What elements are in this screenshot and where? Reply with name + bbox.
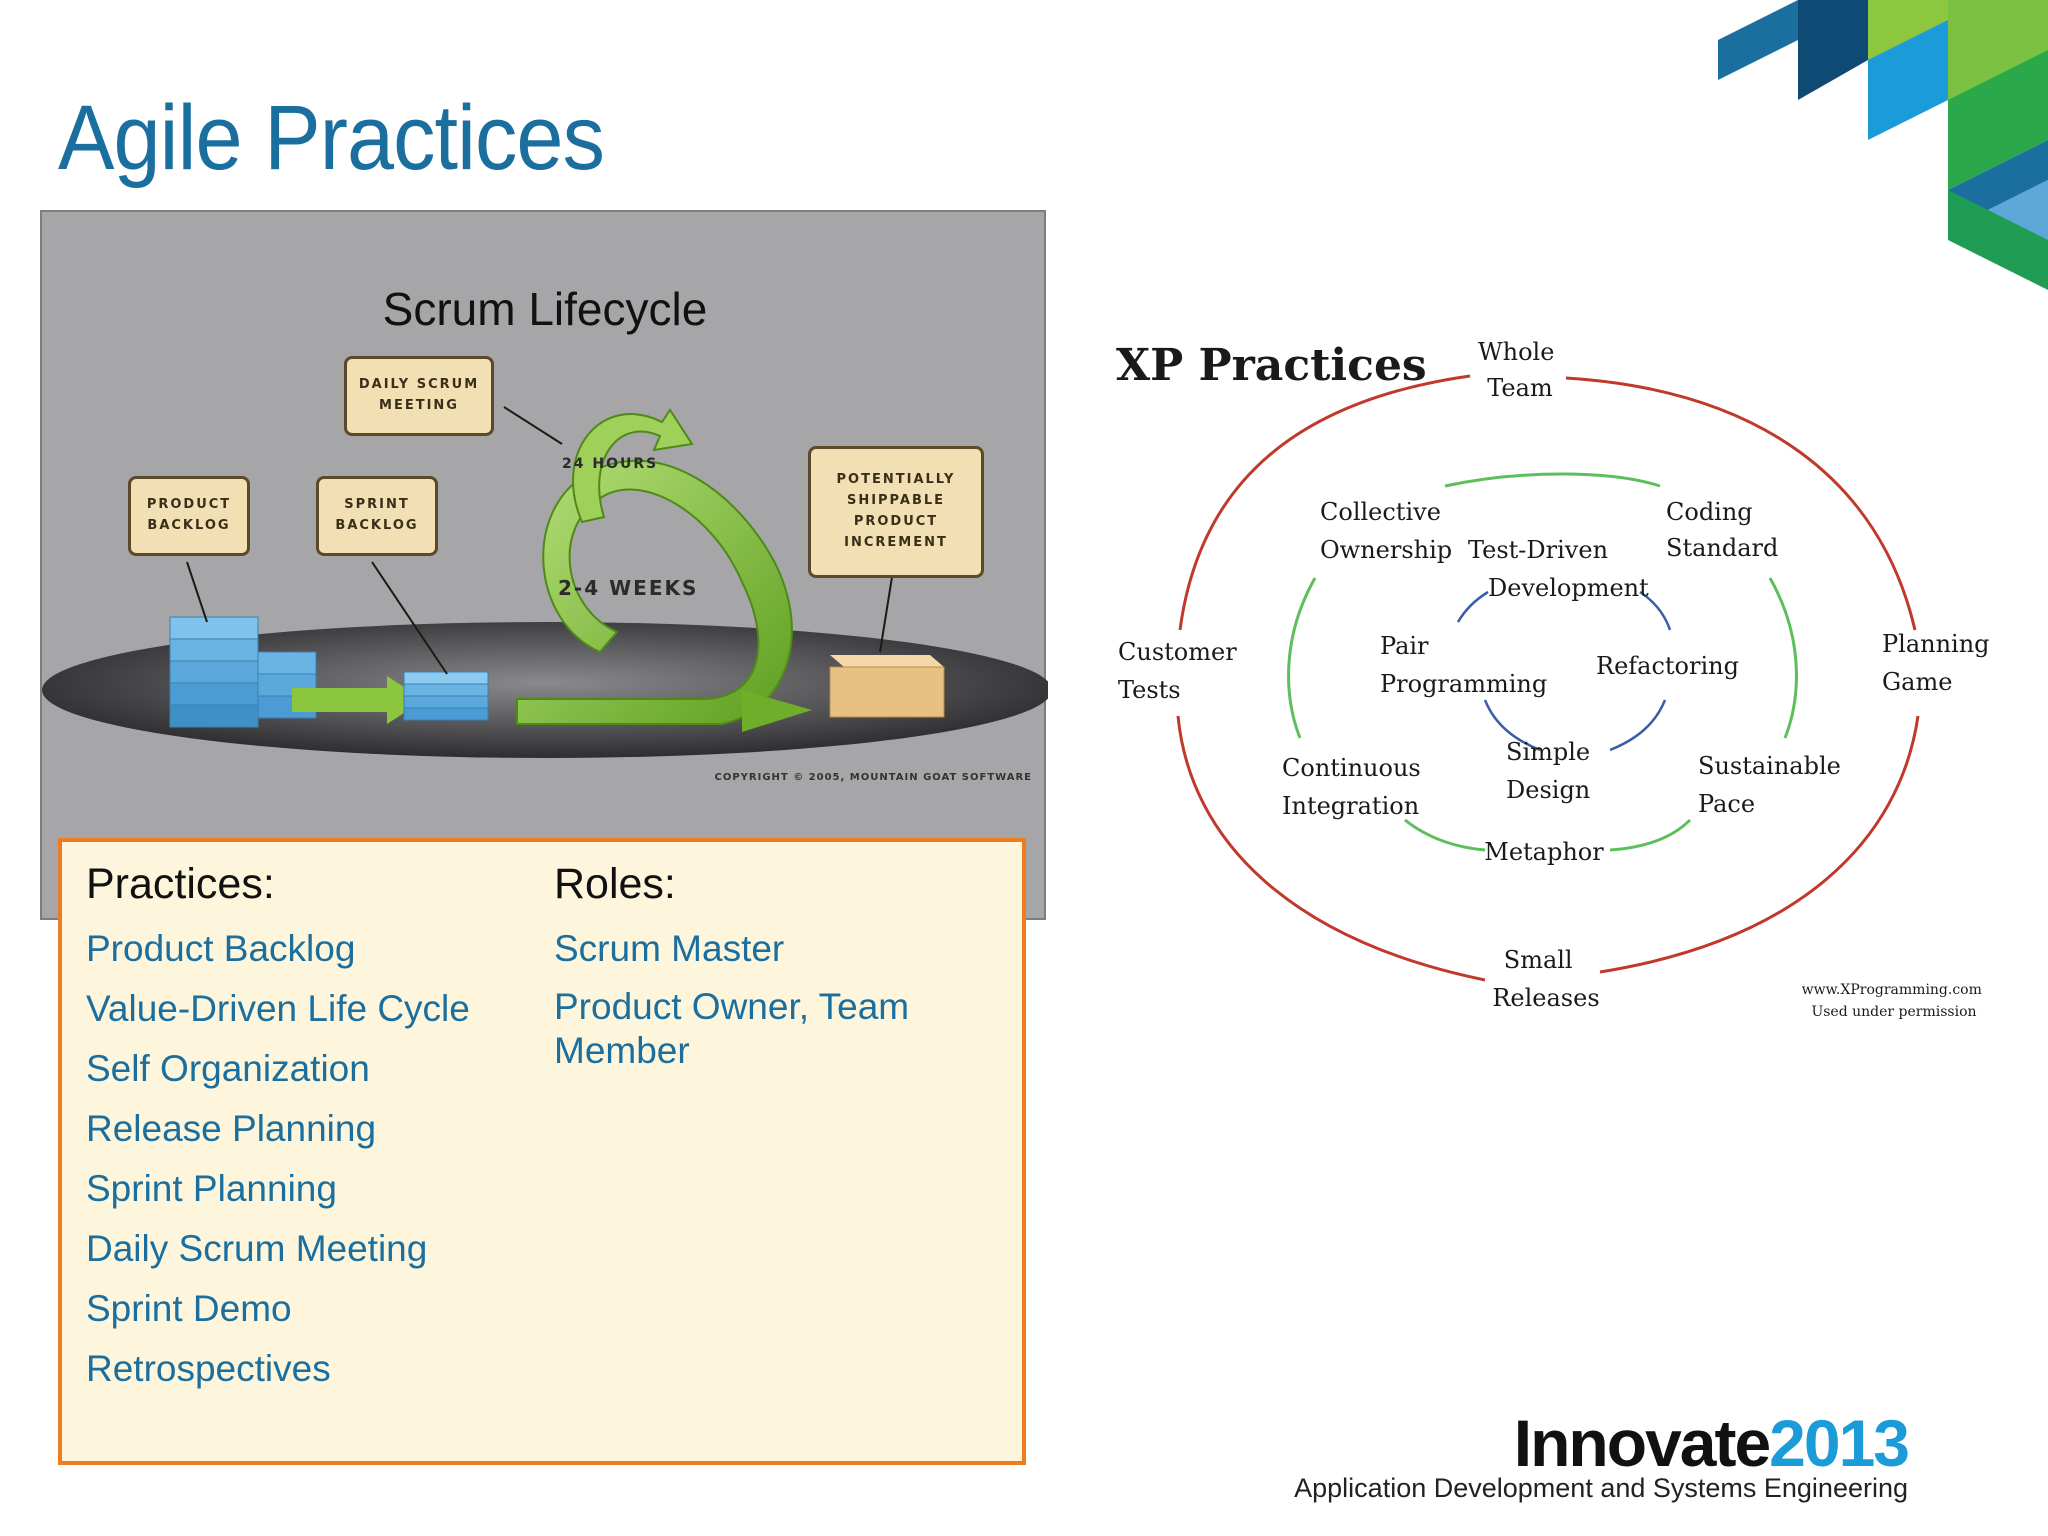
xp-credit: www.XProgramming.com Used under permissi…: [1802, 982, 1987, 1020]
sprint-backlog-callout: Sprint Backlog: [316, 476, 438, 556]
inner-ring: [1456, 590, 1672, 752]
increment-callout: Potentially Shippable Product Increment: [808, 446, 984, 578]
brand-name: Innovate: [1513, 1406, 1771, 1480]
scrum-title: Scrum Lifecycle: [382, 283, 708, 335]
whole-team-label: Whole Team: [1478, 338, 1562, 402]
outer-arc-right: [1599, 715, 1920, 974]
product-backlog-callout: Product Backlog: [128, 476, 250, 556]
middle-arc-top: [1444, 472, 1661, 488]
practice-item: Sprint Planning: [86, 1168, 337, 1209]
outer-arc-left: [1176, 715, 1486, 982]
practice-item: Daily Scrum Meeting: [86, 1228, 428, 1269]
outer-arc-top-right: [1565, 376, 1917, 631]
brand-subtitle: Application Development and Systems Engi…: [1294, 1473, 1908, 1503]
daily-scrum-callout: Daily Scrum Meeting: [344, 356, 494, 436]
backlog-arrow: [292, 676, 424, 724]
brand-year: 2013: [1769, 1406, 1910, 1480]
inner-arc-bottom-left: [1483, 699, 1541, 752]
middle-ring: [1287, 472, 1798, 852]
brand-logo: Innovate2013: [1513, 1405, 1910, 1481]
inner-arc-top-left: [1456, 590, 1489, 623]
middle-arc-left: [1287, 577, 1317, 739]
simple-design-label: Simple Design: [1506, 738, 1598, 804]
outer-arc-top: [1178, 374, 1471, 631]
planning-game-label: Planning Game: [1882, 630, 1997, 696]
middle-arc-bottom-right: [1609, 818, 1692, 852]
roles-list: Scrum Master Product Owner, Team Member: [554, 919, 994, 1073]
continuous-integration-label: Continuous Integration: [1282, 754, 1428, 820]
role-item: Scrum Master: [554, 928, 785, 969]
practice-item: Product Backlog: [86, 928, 356, 969]
weeks-label: 2-4 Weeks: [558, 576, 699, 600]
practice-item: Sprint Demo: [86, 1288, 292, 1329]
xp-practices-diagram: XP Practices Whole Team Customer Tests P…: [1116, 338, 1997, 1020]
metaphor-label: Metaphor: [1484, 838, 1604, 866]
practice-item: Retrospectives: [86, 1348, 331, 1389]
coding-standard-label: Coding Standard: [1666, 498, 1778, 562]
increment-box: [829, 655, 945, 718]
sustainable-pace-label: Sustainable Pace: [1698, 752, 1849, 818]
scrum-lifecycle-panel: Scrum Lifecycle Daily Scrum Meeting Prod…: [40, 210, 1048, 920]
pair-programming-label: Pair Programming: [1380, 632, 1547, 698]
sprint-arrow-head: [742, 690, 812, 732]
corner-decoration: [1718, 0, 2048, 290]
practices-heading: Practices:: [86, 860, 275, 908]
test-driven-label: Test-Driven Development: [1468, 536, 1649, 602]
sprint-backlog-stack: [403, 671, 489, 721]
practices-roles-box: Practices: Product Backlog Value-Driven …: [58, 838, 1026, 1465]
outer-ring: [1176, 374, 1920, 982]
sprint-loop: [516, 459, 793, 725]
product-backlog-stack: [169, 616, 317, 728]
inner-arc-top-right: [1639, 590, 1672, 631]
xp-title: XP Practices: [1116, 340, 1427, 391]
practices-list: Product Backlog Value-Driven Life Cycle …: [86, 919, 526, 1399]
practice-item: Self Organization: [86, 1048, 370, 1089]
copyright-label: Copyright © 2005, Mountain Goat Software: [714, 772, 1032, 783]
refactoring-label: Refactoring: [1596, 652, 1739, 680]
hours-label: 24 Hours: [562, 456, 659, 472]
middle-arc-bottom-left: [1404, 818, 1486, 852]
inner-arc-bottom-right: [1609, 699, 1667, 752]
scrum-lifecycle-diagram: [42, 406, 1048, 758]
daily-loop: [572, 408, 694, 524]
small-releases-label: Small Releases: [1492, 946, 1599, 1012]
practice-item: Release Planning: [86, 1108, 377, 1149]
middle-arc-right: [1768, 577, 1798, 739]
practice-item: Value-Driven Life Cycle: [86, 988, 470, 1029]
role-item: Product Owner, Team Member: [554, 986, 910, 1071]
roles-heading: Roles:: [554, 860, 676, 908]
customer-tests-label: Customer Tests: [1118, 638, 1244, 704]
slide-title: Agile Practices: [58, 87, 605, 189]
collective-ownership-label: Collective Ownership: [1320, 498, 1452, 564]
